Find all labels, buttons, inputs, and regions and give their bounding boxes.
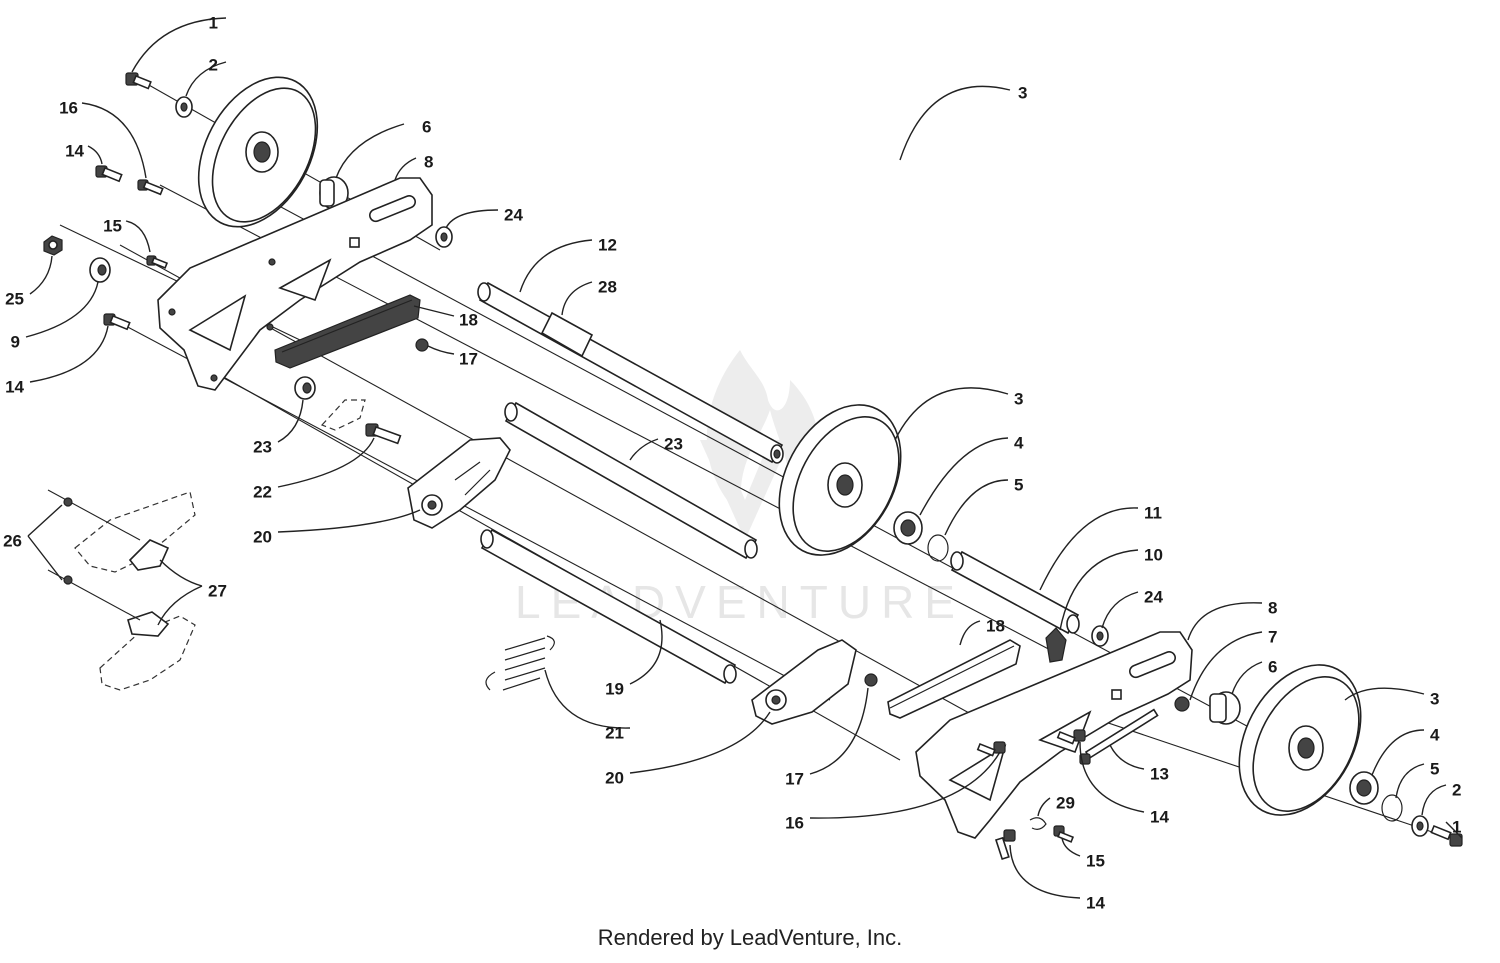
callout-27: 27 [208, 581, 227, 600]
washer-24-right [1091, 625, 1109, 647]
phantom-bracket-upper [320, 399, 366, 431]
bolt-13 [1079, 708, 1159, 765]
spacer-23-small [294, 376, 316, 400]
bolt-14-lower-mid [1056, 729, 1086, 745]
callout-14: 14 [1150, 807, 1169, 826]
callout-3: 3 [1014, 389, 1023, 408]
washer-2-upper [175, 96, 193, 118]
bolt-1-right [1430, 824, 1463, 847]
footer-credit: Rendered by LeadVenture, Inc. [597, 925, 903, 950]
callout-14: 14 [65, 141, 84, 160]
retaining-ring-5-right [1381, 794, 1403, 822]
shaft-23 [504, 401, 758, 560]
callout-16: 16 [785, 813, 804, 832]
callout-19: 19 [605, 679, 624, 698]
callout-10: 10 [1144, 545, 1163, 564]
clip-29 [1029, 817, 1047, 830]
bolt-1-upper [125, 72, 152, 90]
callout-18: 18 [459, 310, 478, 329]
slider-block-lower [887, 639, 1021, 719]
callout-14: 14 [1086, 893, 1105, 912]
bushing-9 [89, 257, 111, 283]
bracket-10 [1045, 627, 1067, 663]
callout-29: 29 [1056, 793, 1075, 812]
callout-15: 15 [103, 216, 122, 235]
bearing-4-right [1349, 771, 1379, 805]
callout-21: 21 [605, 723, 624, 742]
callout-7: 7 [1268, 627, 1277, 646]
nut-7 [1174, 696, 1190, 712]
callout-23: 23 [253, 437, 272, 456]
callout-24: 24 [504, 205, 523, 224]
washer-2-right [1411, 815, 1429, 837]
spring-21 [485, 635, 555, 691]
callout-22: 22 [253, 482, 272, 501]
callout-3: 3 [1018, 83, 1027, 102]
callout-1: 1 [1452, 817, 1461, 836]
idler-wheel-right [1238, 664, 1362, 816]
callout-20: 20 [253, 527, 272, 546]
callout-3: 3 [1430, 689, 1439, 708]
bolt-16-upper [137, 179, 164, 196]
bolt-15-upper [146, 255, 169, 269]
bearing-4-middle [893, 511, 923, 545]
idler-wheel-upper [197, 76, 319, 228]
callout-2: 2 [1452, 780, 1461, 799]
callout-9: 9 [11, 332, 20, 351]
shaft-11 [950, 550, 1080, 635]
idler-wheel-middle [778, 404, 902, 556]
side-plate-left [157, 177, 433, 391]
callout-8: 8 [1268, 598, 1277, 617]
callout-16: 16 [59, 98, 78, 117]
callout-17: 17 [459, 349, 478, 368]
callout-12: 12 [598, 235, 617, 254]
arm-20-upper [407, 437, 511, 529]
bolt-16-lower [976, 741, 1006, 757]
nut-17-upper [415, 338, 429, 352]
callout-4: 4 [1014, 433, 1024, 452]
callout-5: 5 [1430, 759, 1439, 778]
bolt-14-left [103, 313, 131, 331]
sleeve-28 [540, 311, 594, 358]
inset-detail [47, 489, 196, 691]
washer-24-upper [435, 226, 453, 248]
slider-block-upper [274, 294, 421, 369]
callout-15: 15 [1086, 851, 1105, 870]
arm-20-lower [751, 639, 857, 725]
callout-6: 6 [1268, 657, 1277, 676]
callout-2: 2 [209, 55, 218, 74]
bolt-14-lower [994, 829, 1016, 861]
shaft-19 [480, 528, 737, 685]
callout-20: 20 [605, 768, 624, 787]
callout-18: 18 [986, 616, 1005, 635]
callout-4: 4 [1430, 725, 1440, 744]
callout-8: 8 [424, 152, 433, 171]
bolt-14-upper [95, 165, 123, 183]
spacer-upper [319, 176, 349, 210]
callout-1: 1 [209, 13, 218, 32]
callout-14: 14 [5, 377, 24, 396]
leader-lines [25, 17, 1463, 899]
callout-25: 25 [5, 289, 24, 308]
callout-17: 17 [785, 769, 804, 788]
callout-28: 28 [598, 277, 617, 296]
callout-13: 13 [1150, 764, 1169, 783]
nut-25 [43, 235, 63, 256]
callout-5: 5 [1014, 475, 1023, 494]
callout-23: 23 [664, 434, 683, 453]
callout-24: 24 [1144, 587, 1163, 606]
spacer-6-right [1209, 691, 1241, 725]
retaining-ring-5-middle [927, 534, 949, 562]
bolt-22 [365, 423, 402, 445]
bolt-15-lower [1053, 825, 1075, 843]
nut-17-lower [864, 673, 878, 687]
callout-6: 6 [422, 117, 431, 136]
side-plate-right [915, 631, 1193, 839]
callout-26: 26 [3, 531, 22, 550]
callout-11: 11 [1144, 503, 1162, 522]
